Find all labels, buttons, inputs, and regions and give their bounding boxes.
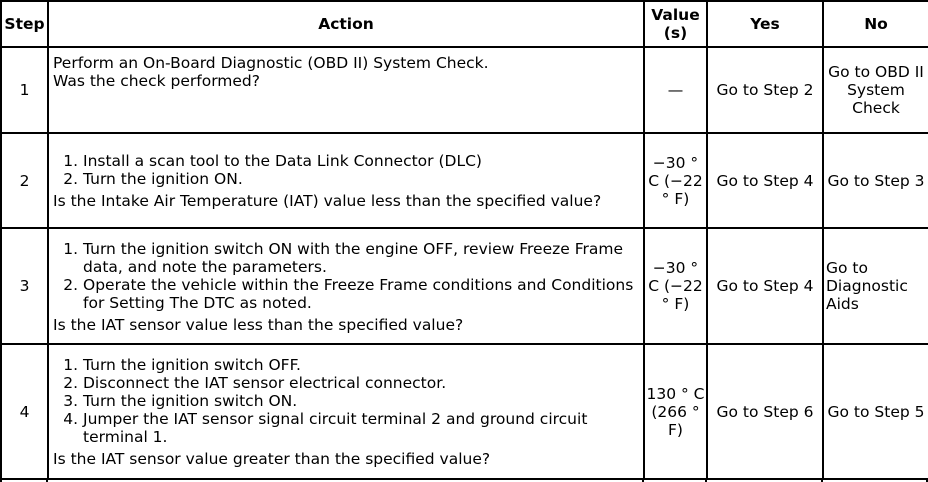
header-action: Action (47, 0, 645, 48)
no-cell: Go to Step 5 (822, 343, 928, 480)
yes-cell: Go to Step 4 (706, 227, 824, 345)
header-row: Step Action Value (s) Yes No (0, 0, 928, 48)
value-cell: −30 ° C (−22 ° F) (643, 227, 708, 345)
next-row-borders (0, 478, 928, 482)
action-cell: Perform an On-Board Diagnostic (OBD II) … (47, 46, 645, 134)
action-step: Disconnect the IAT sensor electrical con… (83, 374, 639, 392)
action-step: Jumper the IAT sensor signal circuit ter… (83, 410, 639, 446)
action-step: Install a scan tool to the Data Link Con… (83, 152, 639, 170)
action-line: Perform an On-Board Diagnostic (OBD II) … (53, 54, 489, 72)
table-row: 1 Perform an On-Board Diagnostic (OBD II… (0, 46, 928, 134)
step-number: 1 (0, 46, 49, 134)
action-question: Is the IAT sensor value greater than the… (53, 450, 491, 468)
action-step: Turn the ignition switch OFF. (83, 356, 639, 374)
action-cell: Turn the ignition switch ON with the eng… (47, 227, 645, 345)
no-cell: Go to Step 3 (822, 132, 928, 229)
table-row: 4 Turn the ignition switch OFF. Disconne… (0, 343, 928, 480)
action-step: Turn the ignition ON. (83, 170, 639, 188)
action-steps-list: Turn the ignition switch OFF. Disconnect… (53, 356, 639, 446)
action-cell: Install a scan tool to the Data Link Con… (47, 132, 645, 229)
no-cell: Go to Diagnostic Aids (822, 227, 928, 345)
action-question: Is the Intake Air Temperature (IAT) valu… (53, 192, 602, 210)
header-yes: Yes (706, 0, 824, 48)
header-no: No (822, 0, 928, 48)
header-value: Value (s) (643, 0, 708, 48)
yes-cell: Go to Step 6 (706, 343, 824, 480)
step-number: 2 (0, 132, 49, 229)
action-step: Turn the ignition switch ON. (83, 392, 639, 410)
yes-cell: Go to Step 4 (706, 132, 824, 229)
value-cell: — (643, 46, 708, 134)
action-question: Is the IAT sensor value less than the sp… (53, 315, 464, 334)
action-steps-list: Turn the ignition switch ON with the eng… (53, 240, 639, 312)
action-steps-list: Install a scan tool to the Data Link Con… (53, 152, 639, 188)
action-cell: Turn the ignition switch OFF. Disconnect… (47, 343, 645, 480)
table-row: 3 Turn the ignition switch ON with the e… (0, 227, 928, 345)
value-cell: −30 ° C (−22 ° F) (643, 132, 708, 229)
action-step: Turn the ignition switch ON with the eng… (83, 240, 639, 276)
step-number: 4 (0, 343, 49, 480)
action-step: Operate the vehicle within the Freeze Fr… (83, 276, 639, 312)
yes-cell: Go to Step 2 (706, 46, 824, 134)
step-number: 3 (0, 227, 49, 345)
action-line: Was the check performed? (53, 72, 260, 90)
no-cell: Go to OBD II System Check (822, 46, 928, 134)
value-cell: 130 ° C (266 ° F) (643, 343, 708, 480)
table-row: 2 Install a scan tool to the Data Link C… (0, 132, 928, 229)
header-step: Step (0, 0, 49, 48)
